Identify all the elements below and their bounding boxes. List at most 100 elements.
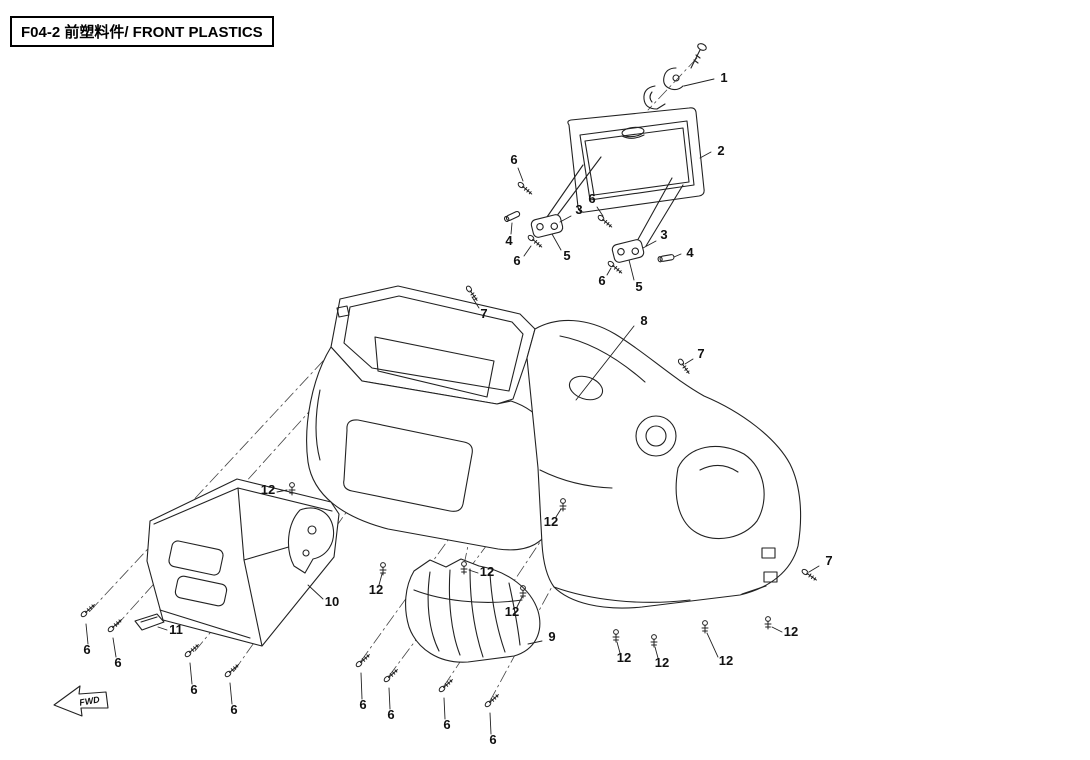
leader-line-12 xyxy=(616,641,621,654)
clip-icon xyxy=(701,620,709,634)
leader-line-12 xyxy=(516,596,523,608)
bolt-icon xyxy=(801,568,817,581)
leader-line-6 xyxy=(596,206,604,217)
diagram-title: F04-2 前塑料件/ FRONT PLASTICS xyxy=(10,16,274,47)
leader-line-7 xyxy=(808,565,820,573)
leader-line-4 xyxy=(673,253,682,258)
part-4-pins xyxy=(503,210,675,263)
leader-line-6 xyxy=(112,637,117,658)
leader-line-10 xyxy=(307,584,324,600)
callout-7: 7 xyxy=(480,306,487,321)
fwd-arrow: FWD xyxy=(53,685,109,717)
callout-6: 6 xyxy=(230,702,237,717)
clip-icon xyxy=(519,585,527,599)
callout-12: 12 xyxy=(784,624,798,639)
leader-line-12 xyxy=(706,632,719,658)
callout-6: 6 xyxy=(114,655,121,670)
bolt-icon xyxy=(224,664,239,678)
callout-12: 12 xyxy=(261,482,275,497)
callout-12: 12 xyxy=(505,604,519,619)
callout-12: 12 xyxy=(369,582,383,597)
leader-line-12 xyxy=(468,569,479,574)
part-9-splash-cover xyxy=(405,558,541,663)
callout-4: 4 xyxy=(686,245,694,260)
callout-12: 12 xyxy=(480,564,494,579)
leader-line-8 xyxy=(575,325,635,401)
leader-line-6 xyxy=(189,662,193,685)
leader-line-6 xyxy=(443,697,446,720)
part-10-bracket xyxy=(287,507,335,574)
leader-line-12 xyxy=(654,646,659,659)
clip-icon xyxy=(612,629,620,643)
clip-icon xyxy=(288,482,296,496)
callout-12: 12 xyxy=(617,650,631,665)
leader-line-6 xyxy=(388,687,391,710)
clip-icon xyxy=(460,561,468,575)
leader-line-6 xyxy=(606,267,612,276)
clip-icon xyxy=(650,634,658,648)
leader-line-6 xyxy=(229,682,233,705)
bolt-icon xyxy=(607,260,623,274)
leader-line-7 xyxy=(684,358,694,365)
leader-line-6 xyxy=(360,672,363,700)
clip-icon xyxy=(559,498,567,512)
callout-6: 6 xyxy=(588,191,595,206)
bolt-icon xyxy=(484,694,499,708)
callout-6: 6 xyxy=(83,642,90,657)
callout-9: 9 xyxy=(548,629,555,644)
leader-line-4 xyxy=(510,222,513,235)
part-2-storage-lid xyxy=(567,107,705,213)
part-11-clip xyxy=(134,613,165,631)
leader-line-12 xyxy=(771,626,783,633)
clip-icon xyxy=(379,562,387,576)
callout-6: 6 xyxy=(513,253,520,268)
hardware-icons xyxy=(80,181,817,708)
fwd-arrow-label: FWD xyxy=(79,694,101,707)
callout-8: 8 xyxy=(640,313,647,328)
clip-icon xyxy=(764,616,772,630)
callout-6: 6 xyxy=(510,152,517,167)
leader-line-12 xyxy=(378,573,383,586)
bolt-icon xyxy=(383,669,398,683)
bolt-icon xyxy=(677,358,690,374)
callout-12: 12 xyxy=(719,653,733,668)
callout-3: 3 xyxy=(660,227,667,242)
callout-6: 6 xyxy=(443,717,450,732)
leader-line-6 xyxy=(85,623,89,645)
bolt-icon xyxy=(355,654,370,668)
leader-line-7 xyxy=(471,296,480,309)
leader-line-12 xyxy=(276,489,288,493)
leader-line-3 xyxy=(642,240,657,249)
leader-line-11 xyxy=(157,626,168,631)
bolt-icon xyxy=(517,181,533,195)
leader-line-1 xyxy=(683,78,715,87)
bolt-icon xyxy=(438,679,453,693)
part-3-hinges xyxy=(530,214,645,263)
callout-7: 7 xyxy=(697,346,704,361)
bolt-icon xyxy=(107,619,122,633)
leader-line-6 xyxy=(523,245,532,257)
leader-line-6 xyxy=(517,167,524,182)
leader-line-2 xyxy=(699,151,712,159)
callout-6: 6 xyxy=(387,707,394,722)
callout-6: 6 xyxy=(359,697,366,712)
callout-2: 2 xyxy=(717,143,724,158)
callout-6: 6 xyxy=(489,732,496,747)
callout-5: 5 xyxy=(563,248,570,263)
callout-3: 3 xyxy=(575,202,582,217)
callout-10: 10 xyxy=(325,594,339,609)
callout-5: 5 xyxy=(635,279,642,294)
callout-7: 7 xyxy=(825,553,832,568)
bolt-icon xyxy=(465,285,478,301)
bolt-icon xyxy=(184,644,199,658)
callout-6: 6 xyxy=(598,273,605,288)
leader-line-5 xyxy=(551,233,562,251)
callout-6: 6 xyxy=(190,682,197,697)
leader-line-5 xyxy=(628,259,635,281)
callout-1: 1 xyxy=(720,70,727,85)
callout-12: 12 xyxy=(544,514,558,529)
bolt-icon xyxy=(80,604,95,618)
